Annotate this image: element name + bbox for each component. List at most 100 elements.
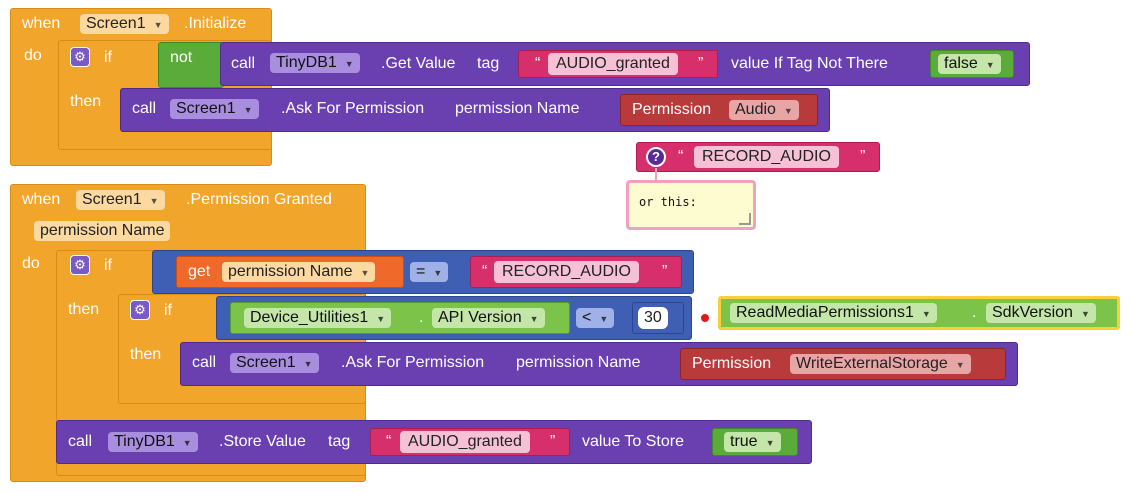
if-label: if bbox=[104, 49, 112, 66]
permission-value: Audio bbox=[735, 101, 776, 118]
dot-label: . bbox=[419, 309, 424, 326]
dropdown-caret-icon: ▼ bbox=[243, 105, 253, 115]
close-quote: ” bbox=[662, 263, 668, 280]
close-quote: ” bbox=[550, 433, 556, 450]
permission-value: WriteExternalStorage bbox=[796, 355, 948, 372]
not-block[interactable] bbox=[158, 42, 224, 88]
permission-type: Permission bbox=[632, 101, 712, 118]
event-name: .Initialize bbox=[184, 15, 247, 32]
open-quote: “ bbox=[482, 263, 488, 280]
db-component-dropdown[interactable]: TinyDB1▼ bbox=[270, 53, 360, 73]
ask-method: .Ask For Permission bbox=[281, 100, 425, 117]
db-component-dropdown[interactable]: TinyDB1 ▼ bbox=[108, 432, 198, 452]
tag-label: tag bbox=[477, 55, 500, 72]
component-dropdown[interactable]: Screen1 ▼ bbox=[80, 14, 169, 34]
sdk-prop-label: SdkVersion bbox=[992, 304, 1073, 321]
call-label: call bbox=[68, 433, 93, 450]
false-dropdown[interactable]: false▼ bbox=[938, 54, 1001, 74]
dropdown-caret-icon: ▼ bbox=[344, 59, 354, 69]
screen-component-label: Screen1 bbox=[236, 354, 296, 371]
dropdown-caret-icon: ▼ bbox=[303, 359, 313, 369]
api-prop-dropdown[interactable]: API Version ▼ bbox=[432, 308, 545, 328]
dropdown-caret-icon: ▼ bbox=[529, 314, 539, 324]
tag-label: tag bbox=[328, 433, 351, 450]
record-audio-value[interactable]: RECORD_AUDIO bbox=[694, 146, 839, 168]
if-not-there-label: value If Tag Not There bbox=[731, 55, 888, 72]
sdk-component-dropdown[interactable]: ReadMediaPermissions1 ▼ bbox=[730, 303, 937, 323]
equals-operator-dropdown[interactable]: =▼ bbox=[410, 262, 449, 282]
gear-icon[interactable]: ⚙ bbox=[70, 255, 90, 275]
permission-type: Permission bbox=[692, 355, 772, 372]
then-label: then bbox=[130, 346, 162, 363]
resize-handle-icon[interactable] bbox=[739, 213, 751, 225]
dropdown-caret-icon: ▼ bbox=[985, 60, 995, 70]
when-label: when bbox=[22, 15, 61, 32]
tag-string-value[interactable]: AUDIO_granted bbox=[548, 53, 678, 75]
component-dropdown[interactable]: Screen1 ▼ bbox=[76, 190, 165, 210]
true-label: true bbox=[730, 433, 758, 450]
dropdown-caret-icon: ▼ bbox=[433, 268, 443, 278]
comment-question-icon[interactable]: ? bbox=[646, 147, 666, 167]
do-label: do bbox=[24, 47, 42, 64]
db-component-label: TinyDB1 bbox=[114, 433, 175, 450]
when-label: when bbox=[22, 191, 61, 208]
error-dot-icon bbox=[701, 314, 709, 322]
call-label: call bbox=[192, 354, 217, 371]
dropdown-caret-icon: ▼ bbox=[360, 268, 370, 278]
not-label: not bbox=[170, 49, 193, 66]
close-quote: ” bbox=[698, 55, 704, 72]
component-label: Screen1 bbox=[86, 15, 146, 32]
sdk-component-label: ReadMediaPermissions1 bbox=[736, 304, 914, 321]
less-than-operator: < bbox=[582, 309, 592, 326]
component-label: Screen1 bbox=[82, 191, 142, 208]
equals-operator: = bbox=[416, 263, 426, 280]
sdk-prop-dropdown[interactable]: SdkVersion ▼ bbox=[986, 303, 1096, 323]
store-value-method: .Store Value bbox=[219, 433, 306, 450]
dropdown-caret-icon: ▼ bbox=[921, 309, 931, 319]
gear-icon[interactable]: ⚙ bbox=[70, 47, 90, 67]
value-to-store-label: value To Store bbox=[582, 433, 684, 450]
dropdown-caret-icon: ▼ bbox=[765, 438, 775, 448]
variable-label: permission Name bbox=[228, 263, 353, 280]
number-value[interactable]: 30 bbox=[638, 307, 668, 329]
variable-dropdown[interactable]: permission Name ▼ bbox=[222, 262, 376, 282]
true-dropdown[interactable]: true ▼ bbox=[724, 432, 781, 452]
dropdown-caret-icon: ▼ bbox=[182, 438, 192, 448]
call-label: call bbox=[132, 100, 157, 117]
less-than-operator-dropdown[interactable]: <▼ bbox=[576, 308, 615, 328]
screen-component-label: Screen1 bbox=[176, 100, 236, 117]
device-component-dropdown[interactable]: Device_Utilities1 ▼ bbox=[244, 308, 392, 328]
call-label: call bbox=[231, 55, 256, 72]
compare-string-value[interactable]: RECORD_AUDIO bbox=[494, 261, 639, 283]
tag-string-value[interactable]: AUDIO_granted bbox=[400, 431, 530, 453]
open-quote: “ bbox=[678, 148, 684, 165]
gear-icon[interactable]: ⚙ bbox=[130, 300, 150, 320]
event-name: .Permission Granted bbox=[186, 191, 332, 208]
comment-bubble[interactable]: or this: bbox=[626, 180, 756, 230]
dropdown-caret-icon: ▼ bbox=[955, 360, 965, 370]
get-label: get bbox=[188, 263, 211, 280]
get-value-method: .Get Value bbox=[381, 55, 456, 72]
permission-dropdown[interactable]: WriteExternalStorage ▼ bbox=[790, 354, 971, 374]
open-quote: “ bbox=[386, 433, 392, 450]
permission-param-label: permission Name bbox=[516, 354, 641, 371]
permission-dropdown[interactable]: Audio ▼ bbox=[729, 100, 799, 120]
screen-component-dropdown[interactable]: Screen1 ▼ bbox=[170, 99, 259, 119]
dropdown-caret-icon: ▼ bbox=[376, 314, 386, 324]
dropdown-caret-icon: ▼ bbox=[599, 314, 609, 324]
if-label: if bbox=[164, 302, 172, 319]
api-prop-label: API Version bbox=[438, 309, 522, 326]
dropdown-caret-icon: ▼ bbox=[149, 196, 159, 206]
then-label: then bbox=[70, 93, 102, 110]
dropdown-caret-icon: ▼ bbox=[783, 106, 793, 116]
close-quote: ” bbox=[860, 148, 866, 165]
ask-method: .Ask For Permission bbox=[341, 354, 485, 371]
comment-text: or this: bbox=[639, 195, 697, 209]
event-param[interactable]: permission Name bbox=[34, 221, 171, 241]
permission-param-label: permission Name bbox=[455, 100, 580, 117]
do-label: do bbox=[22, 255, 40, 272]
device-component-label: Device_Utilities1 bbox=[250, 309, 369, 326]
dropdown-caret-icon: ▼ bbox=[153, 20, 163, 30]
screen-component-dropdown[interactable]: Screen1 ▼ bbox=[230, 353, 319, 373]
dropdown-caret-icon: ▼ bbox=[1080, 309, 1090, 319]
